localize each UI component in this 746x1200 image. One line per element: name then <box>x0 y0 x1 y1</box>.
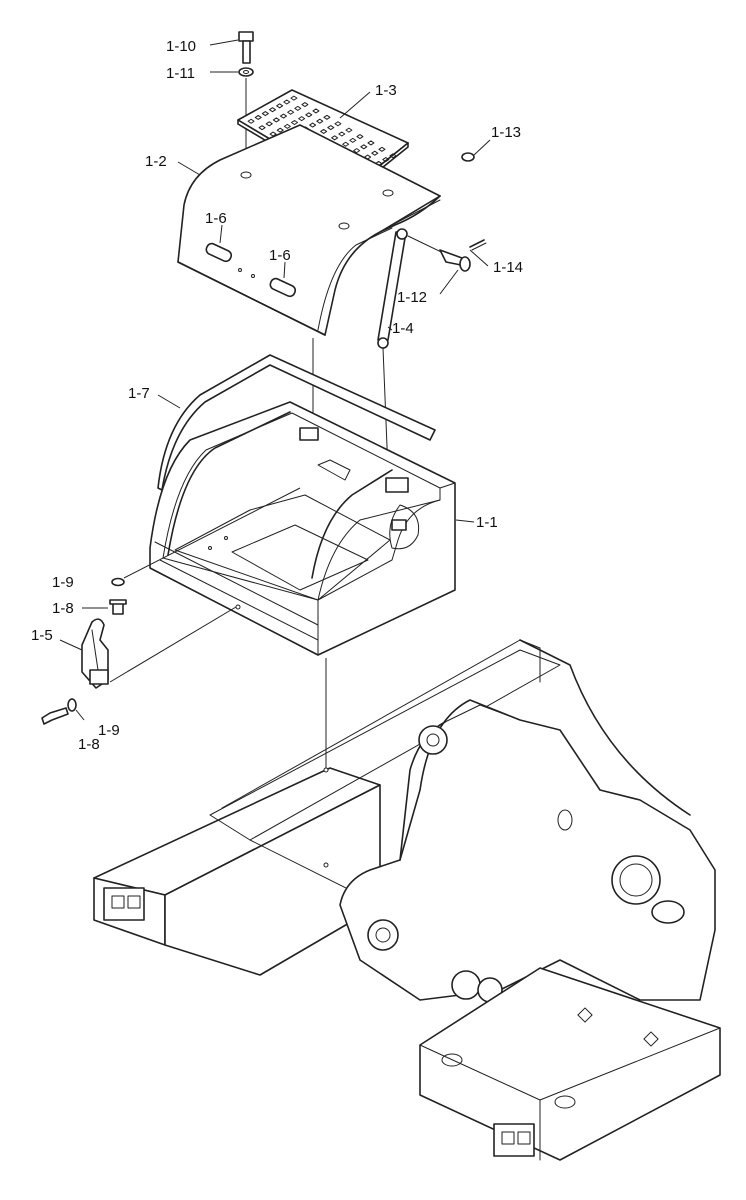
bolt-1-8-upper <box>109 599 127 615</box>
tread-hole <box>323 114 331 120</box>
tread-hole <box>316 118 324 124</box>
hinge-arm-1-4 <box>377 228 408 349</box>
slot-1-6-left <box>205 242 233 263</box>
label-1-6-right: 1-6 <box>269 247 291 264</box>
tread-hole <box>334 121 342 127</box>
battery-box-1-1 <box>149 401 456 656</box>
cover-1-2 <box>177 124 441 336</box>
tread-hole <box>360 144 368 150</box>
label-1-8-lower: 1-8 <box>78 736 100 753</box>
tread-hole <box>291 120 298 125</box>
tread-hole <box>338 131 346 137</box>
label-1-9-lower: 1-9 <box>98 722 120 739</box>
tread-hole <box>353 148 361 154</box>
tread-hole <box>294 105 302 111</box>
bolt-1-8-lower <box>41 707 69 725</box>
label-1-4: 1-4 <box>392 320 414 337</box>
tread-hole <box>349 137 357 143</box>
tread-hole <box>312 108 320 114</box>
label-1-13: 1-13 <box>491 124 521 141</box>
tread-hole <box>345 127 353 133</box>
label-1-14: 1-14 <box>493 259 523 276</box>
label-1-10: 1-10 <box>166 38 196 55</box>
label-1-9-upper: 1-9 <box>52 574 74 591</box>
label-1-7: 1-7 <box>128 385 150 402</box>
tread-hole <box>283 99 291 105</box>
label-1-6-left: 1-6 <box>205 210 227 227</box>
label-1-8-upper: 1-8 <box>52 600 74 617</box>
tread-hole <box>269 107 276 113</box>
label-1-11: 1-11 <box>166 65 195 82</box>
tread-hole <box>287 109 295 115</box>
tread-hole <box>305 112 313 118</box>
tread-hole <box>378 146 386 152</box>
slot-1-6-right <box>269 277 297 298</box>
tread-hole <box>272 117 280 123</box>
tread-hole <box>367 140 375 146</box>
bolt-1-10 <box>238 31 254 64</box>
latch-1-5 <box>81 606 237 689</box>
tread-hole <box>269 131 277 137</box>
washer-1-13 <box>461 139 491 162</box>
tread-hole <box>301 102 309 108</box>
washer-1-11 <box>238 67 254 77</box>
label-leaders <box>59 39 489 721</box>
tread-hole <box>280 113 287 119</box>
washer-1-9-upper <box>111 487 301 587</box>
tread-hole <box>247 118 255 124</box>
tread-hole <box>276 103 284 109</box>
tread-hole <box>261 111 269 117</box>
label-1-2: 1-2 <box>145 153 167 170</box>
tread-hole <box>265 121 273 127</box>
washer-1-9-lower <box>67 698 77 712</box>
tread-hole <box>298 116 306 122</box>
label-1-12: 1-12 <box>397 289 427 306</box>
tread-hole <box>258 125 266 131</box>
tread-hole <box>283 123 291 129</box>
tread-hole <box>331 135 339 141</box>
pin-1-12 <box>407 235 471 272</box>
tread-hole <box>342 141 350 147</box>
tread-hole <box>276 127 284 133</box>
tread-hole <box>382 157 390 163</box>
label-1-1: 1-1 <box>476 514 498 531</box>
cotter-pin-1-14 <box>469 239 487 251</box>
tread-hole <box>327 125 335 131</box>
tread-hole <box>254 114 262 120</box>
tread-hole <box>320 128 328 134</box>
label-1-3: 1-3 <box>375 82 397 99</box>
tread-hole <box>389 153 397 159</box>
upper-frame <box>93 639 721 1161</box>
tread-hole <box>371 150 379 156</box>
tread-hole <box>356 134 364 140</box>
tread-hole <box>309 122 317 128</box>
label-1-5: 1-5 <box>31 627 53 644</box>
tread-hole <box>290 95 298 101</box>
